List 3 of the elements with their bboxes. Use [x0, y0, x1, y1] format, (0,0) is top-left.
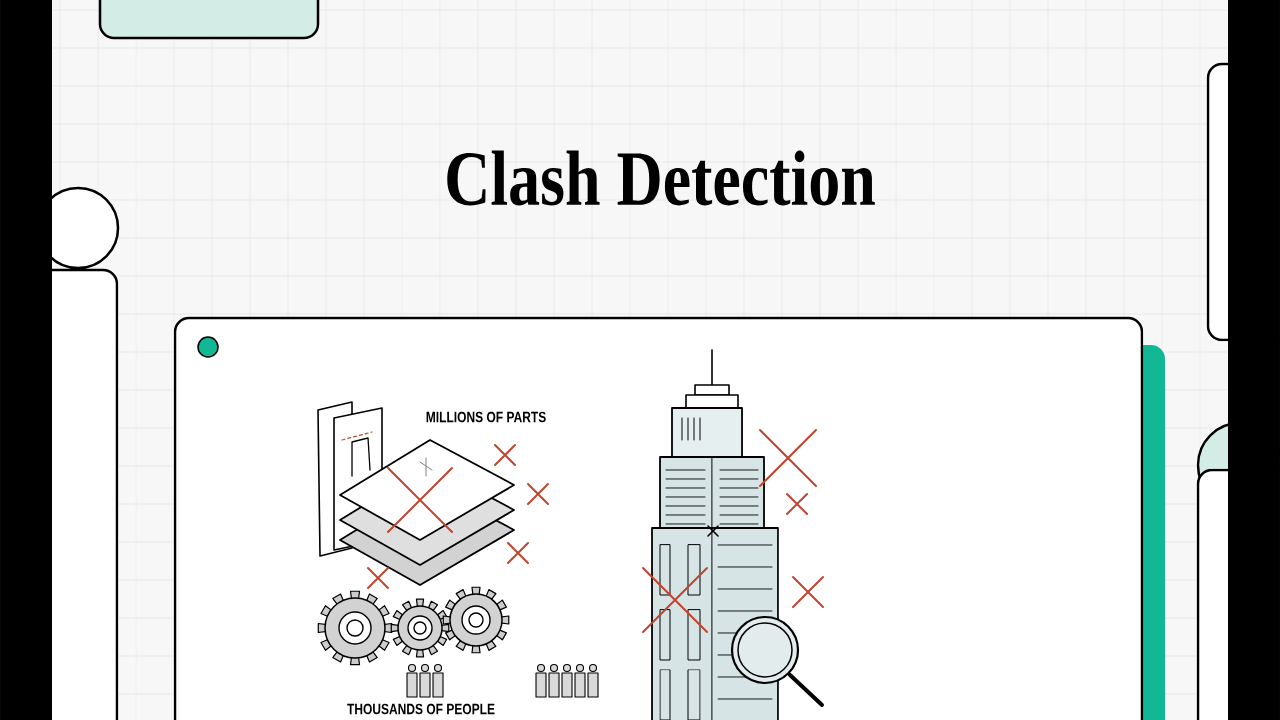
caption-label: MILLIONS OF PARTS — [426, 411, 546, 423]
title: Clash Detection — [447, 150, 875, 206]
caption-label: THOUSANDS OF PEOPLE — [347, 703, 495, 715]
